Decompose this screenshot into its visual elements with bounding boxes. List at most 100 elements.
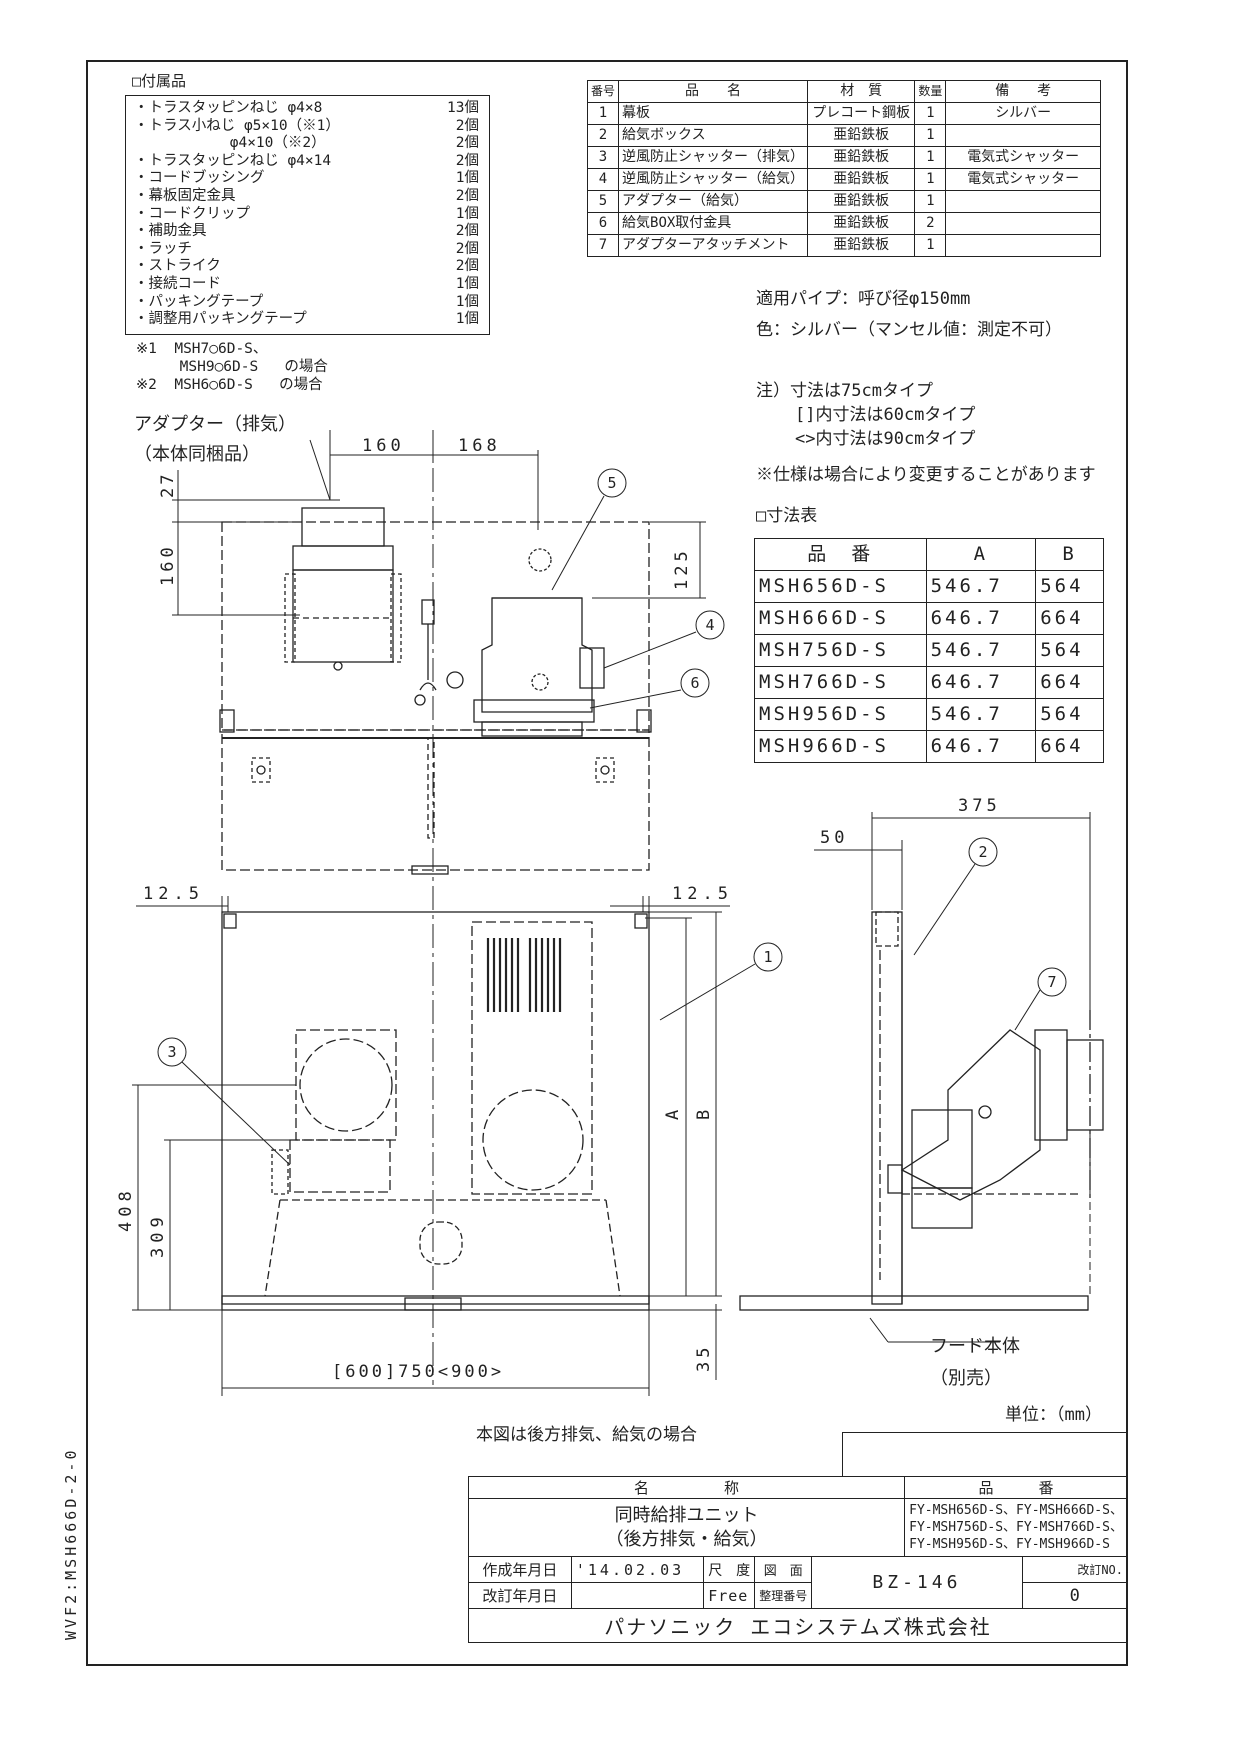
scale-label: 尺 度 xyxy=(703,1556,756,1583)
parts-cell: 亜鉛鉄板 xyxy=(807,234,916,257)
accessory-item: ・ストライク 2個 xyxy=(134,258,479,275)
drawing-caption: 本図は後方排気、給気の場合 xyxy=(476,1425,697,1445)
accessory-name: ・コードクリップ xyxy=(134,205,250,222)
spec-note: ※仕様は場合により変更することがあります xyxy=(756,465,1096,485)
accessory-item: ・トラス小ねじ φ5×10（※1）2個 xyxy=(134,118,479,135)
parts-cell: 電気式シャッター xyxy=(945,168,1101,191)
created-label: 作成年月日 xyxy=(468,1556,572,1583)
parts-cell: 逆風防止シャッター（給気） xyxy=(618,168,809,191)
part-numbers: FY-MSH656D-S、FY-MSH666D-S、 FY-MSH756D-S、… xyxy=(904,1498,1128,1557)
company-name: パナソニック エコシステムズ株式会社 xyxy=(468,1608,1128,1643)
title-block-blank xyxy=(842,1432,1128,1476)
spec-note: 注）寸法は75cmタイプ xyxy=(756,381,933,401)
spec-color: 色：シルバー（マンセル値：測定不可） xyxy=(756,320,1062,340)
accessories-box: ・トラスタッピンねじ φ4×8 13個・トラス小ねじ φ5×10（※1）2個 φ4… xyxy=(125,95,490,335)
accessory-name: ・調整用パッキングテープ xyxy=(134,311,307,328)
callout-3: 3 xyxy=(167,1043,176,1061)
product-name-line: 同時給排ユニット xyxy=(614,1504,759,1526)
product-name-line: （後方排気・給気） xyxy=(605,1528,768,1550)
accessory-qty: 1個 xyxy=(455,170,479,187)
accessory-qty: 13個 xyxy=(447,100,479,116)
parts-cell: アダプターアタッチメント xyxy=(618,234,809,257)
revision-value: 0 xyxy=(1021,1582,1129,1609)
callout-4: 4 xyxy=(705,616,714,634)
accessory-qty: 1個 xyxy=(455,293,479,310)
front-view xyxy=(221,911,650,1311)
dim-50: 50 xyxy=(820,828,849,848)
dim-cell: MSH966D-S xyxy=(754,730,927,763)
dim-cell: 564 xyxy=(1035,634,1104,667)
accessory-note: ※1 MSH7○6D-S、 xyxy=(136,341,268,357)
dim-b: B xyxy=(694,1109,714,1120)
hood-label: フード本体 xyxy=(930,1336,1020,1357)
callout-7: 7 xyxy=(1047,973,1056,991)
accessory-qty: 2個 xyxy=(455,117,479,134)
scale-value: Free xyxy=(703,1582,756,1609)
accessory-name: ・トラスタッピンねじ φ4×8 xyxy=(134,100,323,116)
accessory-item: ・パッキングテープ 1個 xyxy=(134,294,479,311)
parts-cell: 5 xyxy=(586,190,620,213)
revised-label: 改訂年月日 xyxy=(468,1582,572,1609)
revision-label: 改訂NO. xyxy=(1021,1556,1129,1583)
accessory-name: ・コードブッシング xyxy=(134,170,265,187)
accessory-item: ・調整用パッキングテープ 1個 xyxy=(134,311,479,328)
dim-header: B xyxy=(1035,538,1104,571)
part-number-line: FY-MSH756D-S、FY-MSH766D-S、 xyxy=(909,1520,1123,1535)
dim-160-vertical: 160 xyxy=(158,543,178,586)
dim-cell: MSH756D-S xyxy=(754,634,927,667)
parts-cell: プレコート鋼板 xyxy=(807,102,916,125)
accessory-name: ・パッキングテープ xyxy=(134,293,264,310)
dim-12-5-right: 12.5 xyxy=(672,884,733,904)
hood-sublabel: （別売） xyxy=(930,1368,1002,1389)
accessory-name: φ4×10（※2） xyxy=(134,135,326,152)
accessory-qty: 2個 xyxy=(455,152,479,169)
callout-2: 2 xyxy=(978,843,987,861)
dim-309: 309 xyxy=(148,1212,168,1258)
dim-a: A xyxy=(663,1109,683,1120)
name-header: 名 称 xyxy=(467,1476,906,1499)
accessory-item: ・コードクリップ 1個 xyxy=(134,206,479,223)
spec-pipe: 適用パイプ：呼び径φ150mm xyxy=(756,289,971,309)
accessory-name: ・幕板固定金具 xyxy=(134,188,236,204)
dim-cell: 564 xyxy=(1035,570,1104,603)
dim-cell: 664 xyxy=(1035,730,1104,763)
dim-35: 35 xyxy=(694,1343,714,1372)
parts-cell xyxy=(945,234,1101,257)
dim-408: 408 xyxy=(116,1186,136,1232)
dim-header: 品 番 xyxy=(754,538,927,571)
drawing-no-label: 図 面 xyxy=(754,1556,813,1583)
top-view xyxy=(219,507,652,875)
accessory-name: ・ストライク xyxy=(134,258,221,275)
accessory-qty: 1個 xyxy=(455,311,479,328)
dim-header: A xyxy=(925,538,1037,571)
callout-1: 1 xyxy=(763,948,772,966)
accessory-note: MSH9○6D-S の場合 xyxy=(136,359,328,375)
parts-cell: 給気BOX取付金具 xyxy=(618,212,809,235)
accessory-name: ・接続コード xyxy=(134,276,221,292)
drawing-frame xyxy=(86,60,1128,1666)
accessories-notes: ※1 MSH7○6D-S、 MSH9○6D-S の場合 ※2 MSH6○6D-S… xyxy=(136,340,328,394)
part-number-header: 品 番 xyxy=(904,1476,1128,1499)
parts-cell: 亜鉛鉄板 xyxy=(807,212,916,235)
accessory-qty: 2個 xyxy=(455,258,479,275)
parts-header: 品 名 xyxy=(618,80,809,103)
dim-cell: 546.7 xyxy=(925,698,1037,731)
dim-27: 27 xyxy=(158,471,178,498)
dim-160: 160 xyxy=(362,436,405,456)
accessory-qty: 1個 xyxy=(455,205,479,222)
parts-cell: 亜鉛鉄板 xyxy=(807,146,916,169)
accessory-qty: 2個 xyxy=(455,223,479,240)
dim-cell: 646.7 xyxy=(925,730,1037,763)
dim-cell: 664 xyxy=(1035,602,1104,635)
dim-168: 168 xyxy=(458,436,501,456)
